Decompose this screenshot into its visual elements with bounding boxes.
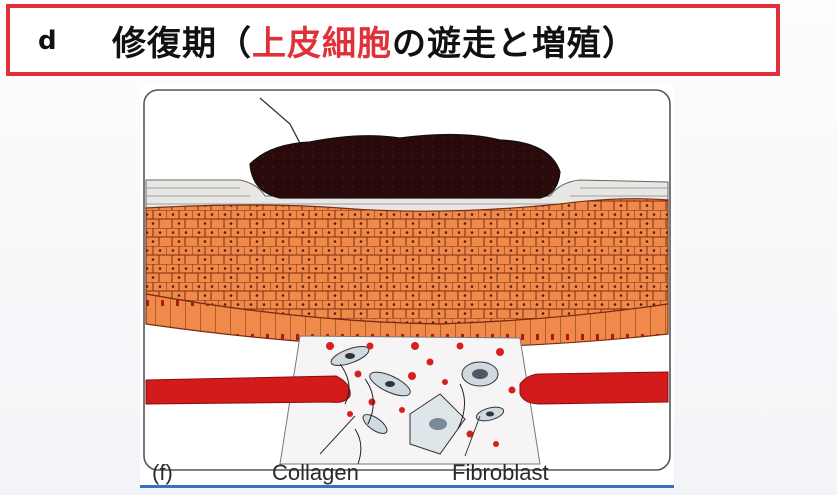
title-paren-open: （ [217, 24, 252, 64]
scab [250, 134, 560, 198]
blood-vessel-right [520, 372, 668, 404]
title-main: 修復期 [112, 24, 217, 64]
section-letter: d [38, 26, 57, 56]
slide-title: 修復期（上皮細胞の遊走と増殖） [112, 16, 637, 65]
figure-bottom-rule [140, 485, 674, 488]
title-box: d 修復期（上皮細胞の遊走と増殖） [6, 4, 780, 76]
blood-vessel-left [146, 376, 350, 404]
title-paren-close: ） [602, 24, 637, 64]
panel-label: (f) [152, 460, 173, 485]
fibroblast-label: Fibroblast [452, 460, 549, 485]
title-highlight: 上皮細胞 [252, 24, 392, 64]
collagen-label: Collagen [272, 460, 359, 485]
wound-healing-illustration: (f) Collagen Fibroblast [140, 84, 674, 488]
epidermis [146, 199, 668, 324]
title-rest: の遊走と増殖 [392, 24, 602, 64]
